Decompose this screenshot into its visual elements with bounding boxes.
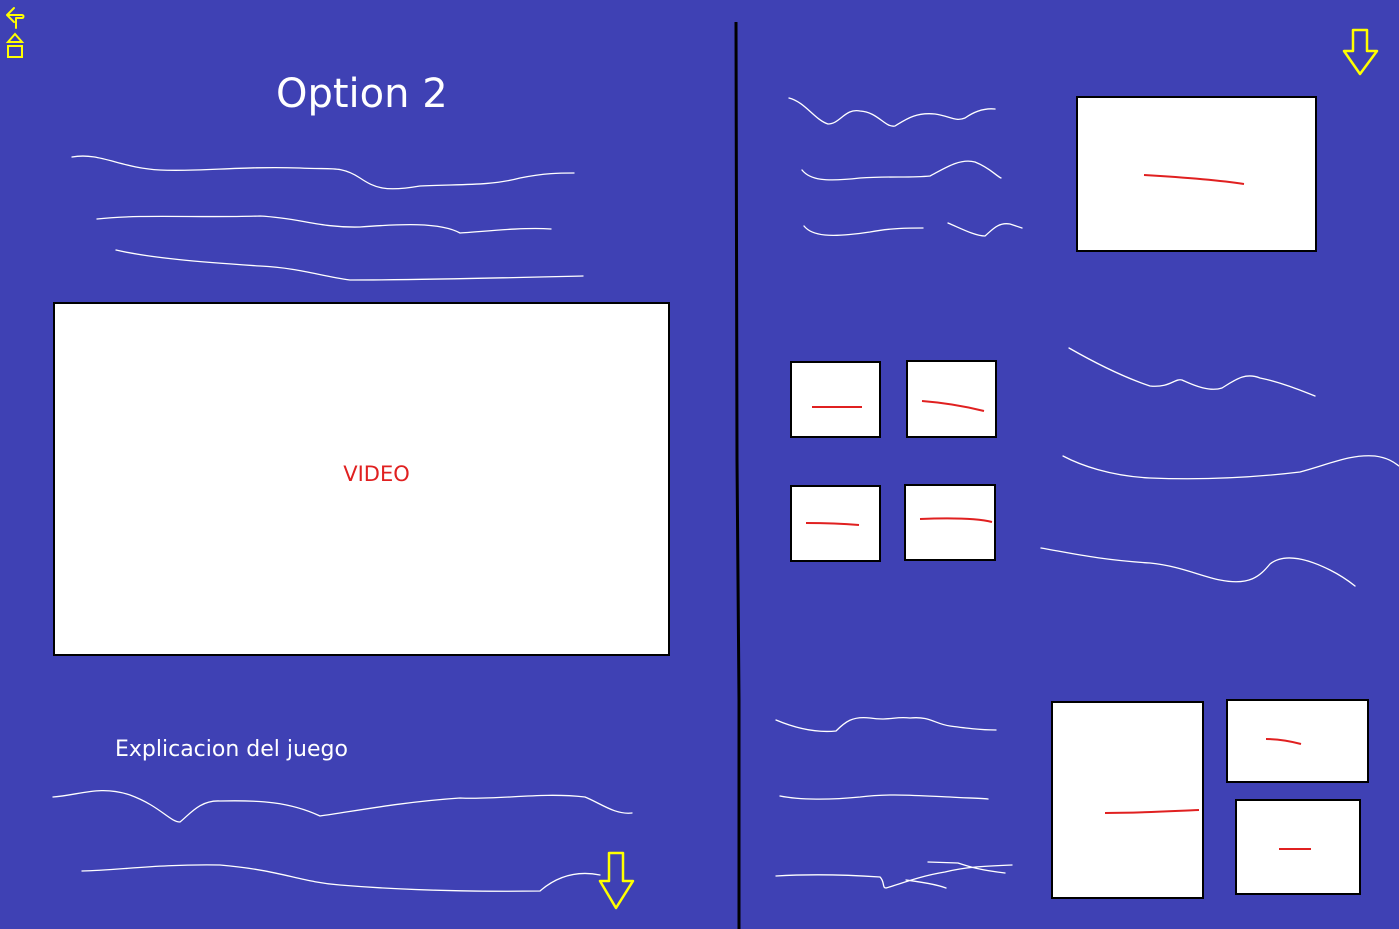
thumbnail-placeholder[interactable] <box>790 485 881 562</box>
video-label: VIDEO <box>343 462 410 486</box>
arrow-shape <box>1342 28 1379 76</box>
back-arrow-shape <box>6 7 25 29</box>
arrow-down-icon[interactable] <box>598 851 636 911</box>
game-explanation-heading: Explicacion del juego <box>115 737 348 762</box>
placeholder-mark <box>812 406 862 408</box>
image-placeholder[interactable] <box>1226 699 1369 783</box>
arrow-down-icon[interactable] <box>1342 28 1380 78</box>
text-placeholder-line <box>779 794 989 800</box>
text-placeholder-line <box>115 249 584 281</box>
text-placeholder-line <box>775 861 1013 889</box>
placeholder-mark <box>1279 848 1311 850</box>
placeholder-mark <box>921 400 985 412</box>
text-placeholder-line <box>52 789 633 823</box>
text-placeholder-line <box>775 716 997 733</box>
text-placeholder-line <box>1040 547 1356 587</box>
column-divider <box>734 21 741 929</box>
thumbnail-placeholder[interactable] <box>906 360 997 438</box>
placeholder-mark <box>805 522 860 526</box>
placeholder-mark <box>919 517 993 523</box>
placeholder-mark <box>1265 738 1302 745</box>
text-placeholder-line <box>81 864 601 892</box>
text-placeholder-line <box>1062 455 1399 480</box>
back-home-icon[interactable] <box>2 4 28 60</box>
text-placeholder-line <box>803 222 1023 237</box>
page-title: Option 2 <box>276 71 448 117</box>
placeholder-mark <box>1143 174 1245 185</box>
image-placeholder[interactable] <box>1076 96 1317 252</box>
arrow-shape <box>598 851 635 910</box>
thumbnail-placeholder[interactable] <box>790 361 881 438</box>
image-placeholder[interactable] <box>1235 799 1361 895</box>
placeholder-mark <box>1104 809 1200 814</box>
thumbnail-placeholder[interactable] <box>904 484 996 561</box>
home-shape <box>5 32 25 58</box>
text-placeholder-line <box>801 160 1002 181</box>
image-placeholder[interactable] <box>1051 701 1204 899</box>
text-placeholder-line <box>788 97 996 127</box>
text-placeholder-line <box>1068 347 1316 397</box>
video-player[interactable]: VIDEO <box>53 302 670 656</box>
text-placeholder-line <box>96 215 552 234</box>
text-placeholder-line <box>71 155 575 190</box>
